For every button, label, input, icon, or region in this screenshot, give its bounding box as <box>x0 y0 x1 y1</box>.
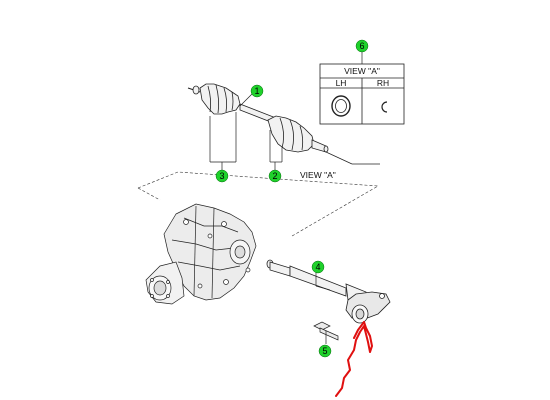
svg-text:5: 5 <box>322 346 327 356</box>
front-drive-shaft <box>187 83 329 153</box>
svg-text:4: 4 <box>315 262 320 272</box>
upper-leader-lines <box>209 93 380 172</box>
callout-6: 6 <box>355 39 369 53</box>
callout-4: 4 <box>311 260 325 274</box>
rh-snap-ring <box>381 101 388 113</box>
lh-seal-ring <box>331 95 351 117</box>
callout-3: 3 <box>215 169 229 183</box>
dashed-assembly-outline <box>137 171 379 237</box>
transfer-case-assembly <box>145 203 257 305</box>
view-a-rh-header: RH <box>377 78 389 88</box>
view-a-pointer-label: VIEW "A" <box>300 170 336 180</box>
mounting-bolt <box>313 321 339 344</box>
view-a-detail-box: VIEW "A" LH RH <box>319 52 405 125</box>
leader-line-4 <box>315 272 331 291</box>
red-annotation-scribble <box>335 321 373 397</box>
callout-2: 2 <box>268 169 282 183</box>
svg-text:2: 2 <box>272 171 277 181</box>
callout-5: 5 <box>318 344 332 358</box>
callout-1: 1 <box>250 84 264 98</box>
svg-text:6: 6 <box>359 41 364 51</box>
view-a-title: VIEW "A" <box>344 66 380 76</box>
svg-text:1: 1 <box>254 86 259 96</box>
view-a-lh-header: LH <box>336 78 347 88</box>
intermediate-shaft <box>266 259 391 324</box>
svg-text:3: 3 <box>219 171 224 181</box>
